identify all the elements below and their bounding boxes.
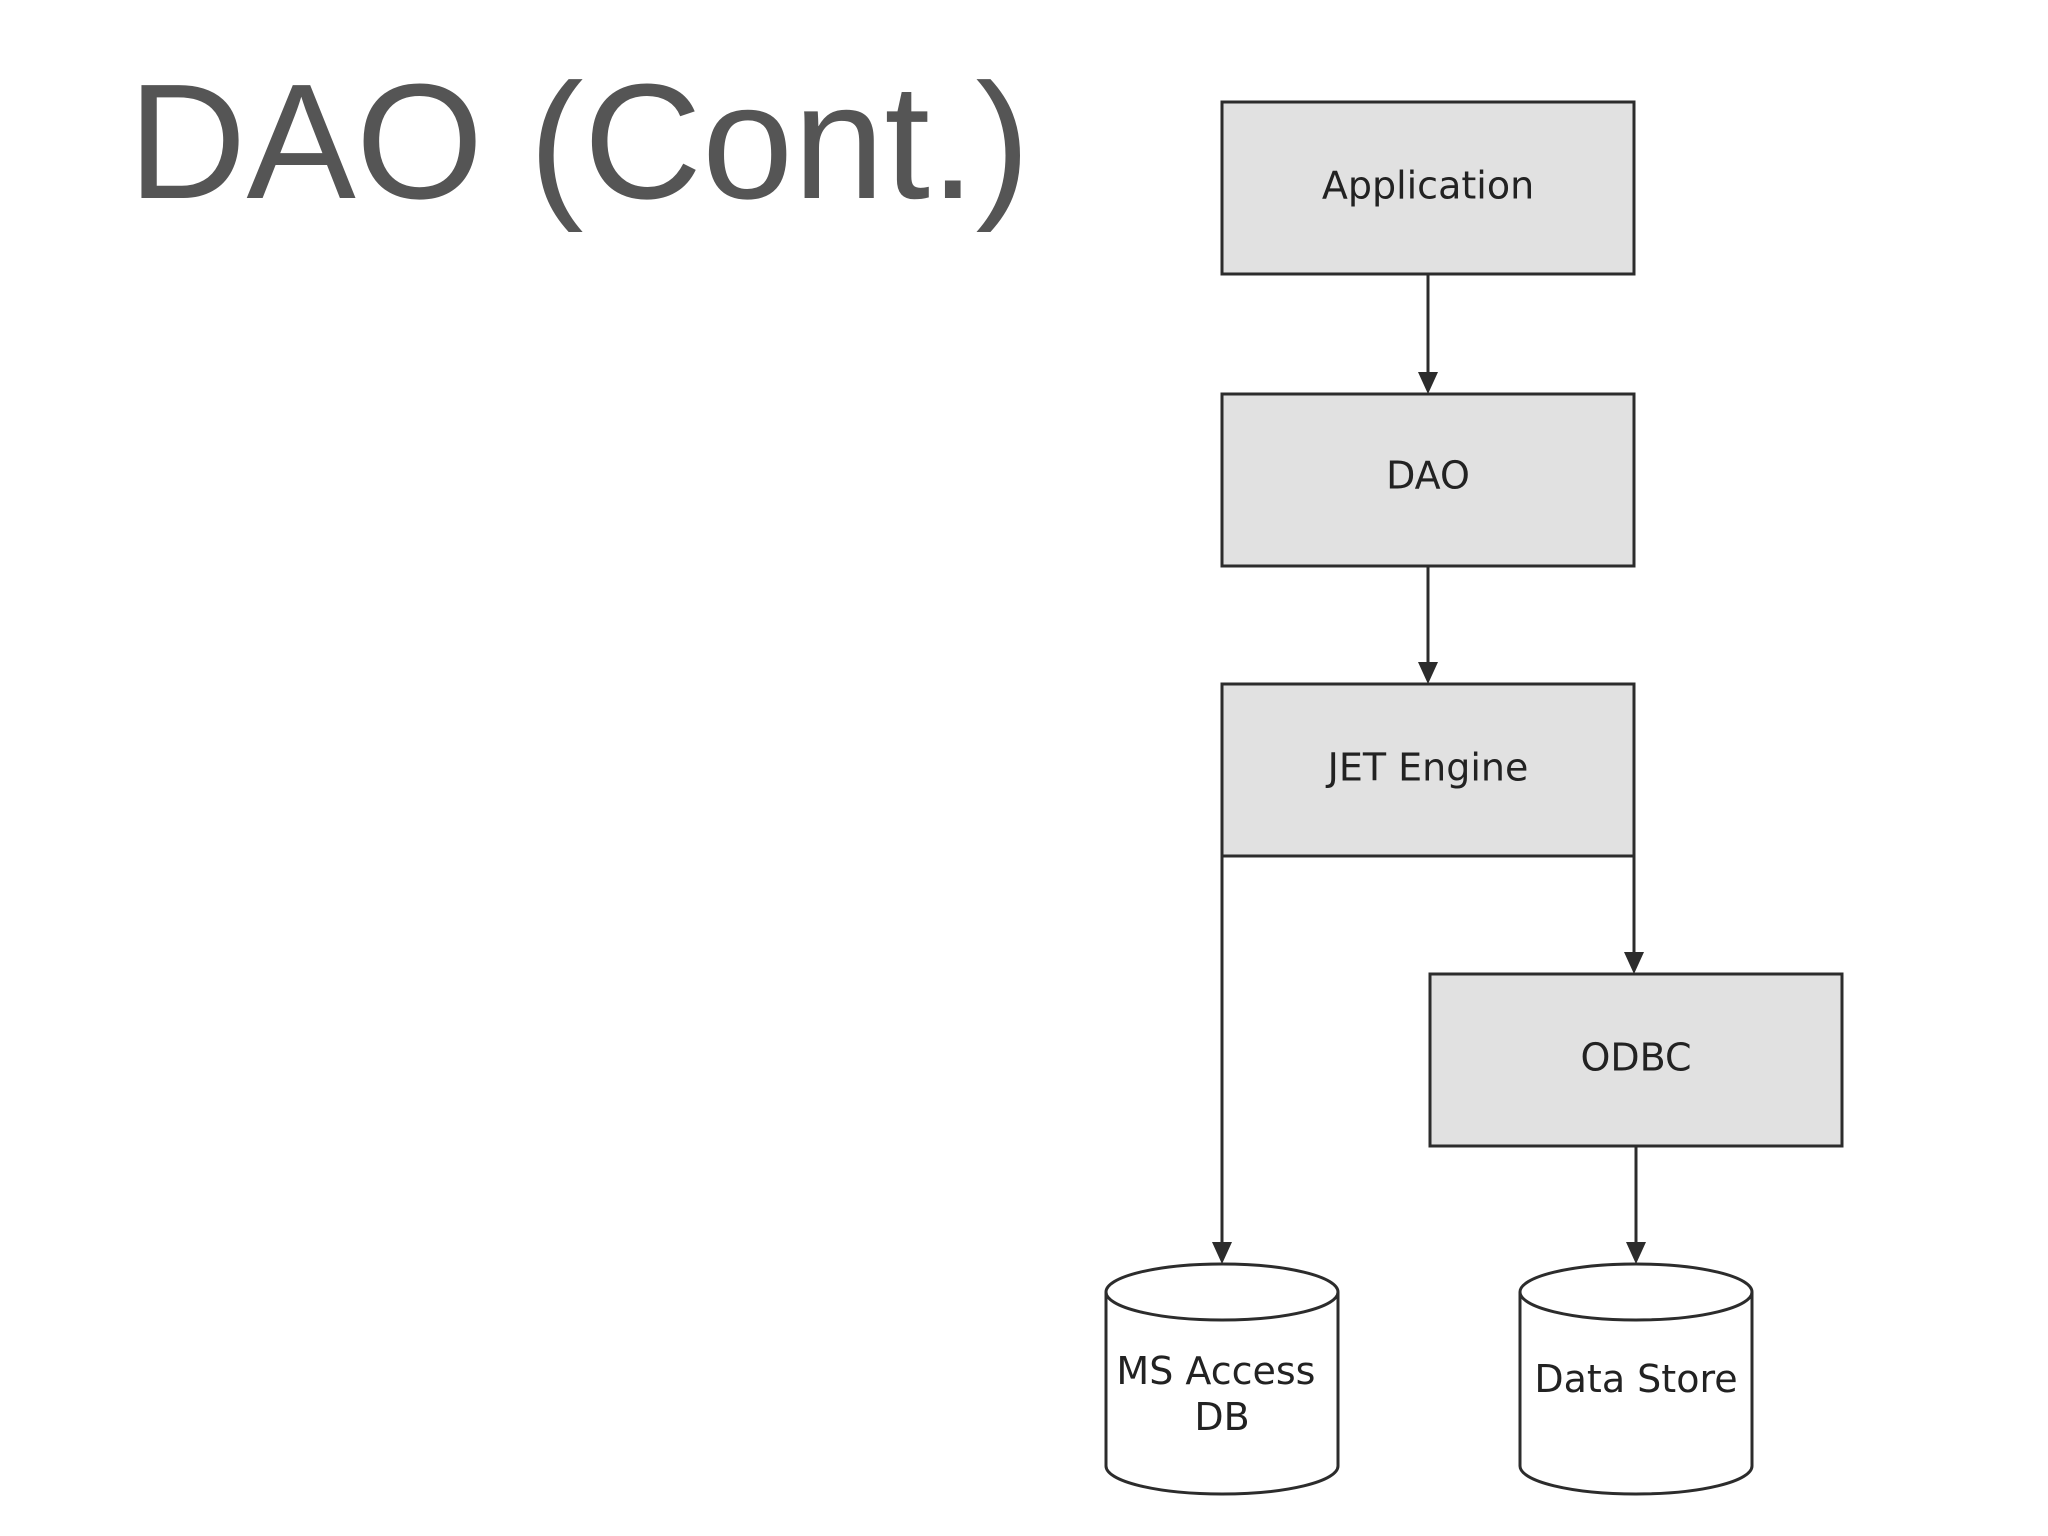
data-store-cylinder: Data Store [1518, 1262, 1754, 1496]
ms-access-db-label: MS Access DB [1116, 1349, 1327, 1439]
arrowhead-application-to-dao [1418, 372, 1438, 394]
arrowhead-dao-to-jet [1418, 662, 1438, 684]
ms-access-db-label-line-1: MS Access [1116, 1349, 1315, 1393]
ms-access-db-label-line-2: DB [1194, 1395, 1249, 1439]
application-label: Application [1322, 164, 1534, 208]
arrowhead-jet-to-odbc [1624, 952, 1644, 974]
data-store-label: Data Store [1534, 1357, 1737, 1401]
odbc-box: ODBC [1428, 972, 1844, 1148]
dao-box: DAO [1220, 392, 1636, 568]
jet-engine-box: JET Engine [1220, 682, 1636, 858]
ms-access-db-cylinder: MS Access DB [1104, 1262, 1340, 1496]
odbc-label: ODBC [1580, 1036, 1691, 1080]
application-box: Application [1220, 100, 1636, 276]
dao-label: DAO [1386, 454, 1470, 498]
slide-title: DAO (Cont.) [128, 50, 1031, 233]
jet-engine-label: JET Engine [1326, 746, 1529, 790]
arrowhead-odbc-to-data-store [1626, 1242, 1646, 1264]
arrowhead-jet-to-ms-access [1212, 1242, 1232, 1264]
